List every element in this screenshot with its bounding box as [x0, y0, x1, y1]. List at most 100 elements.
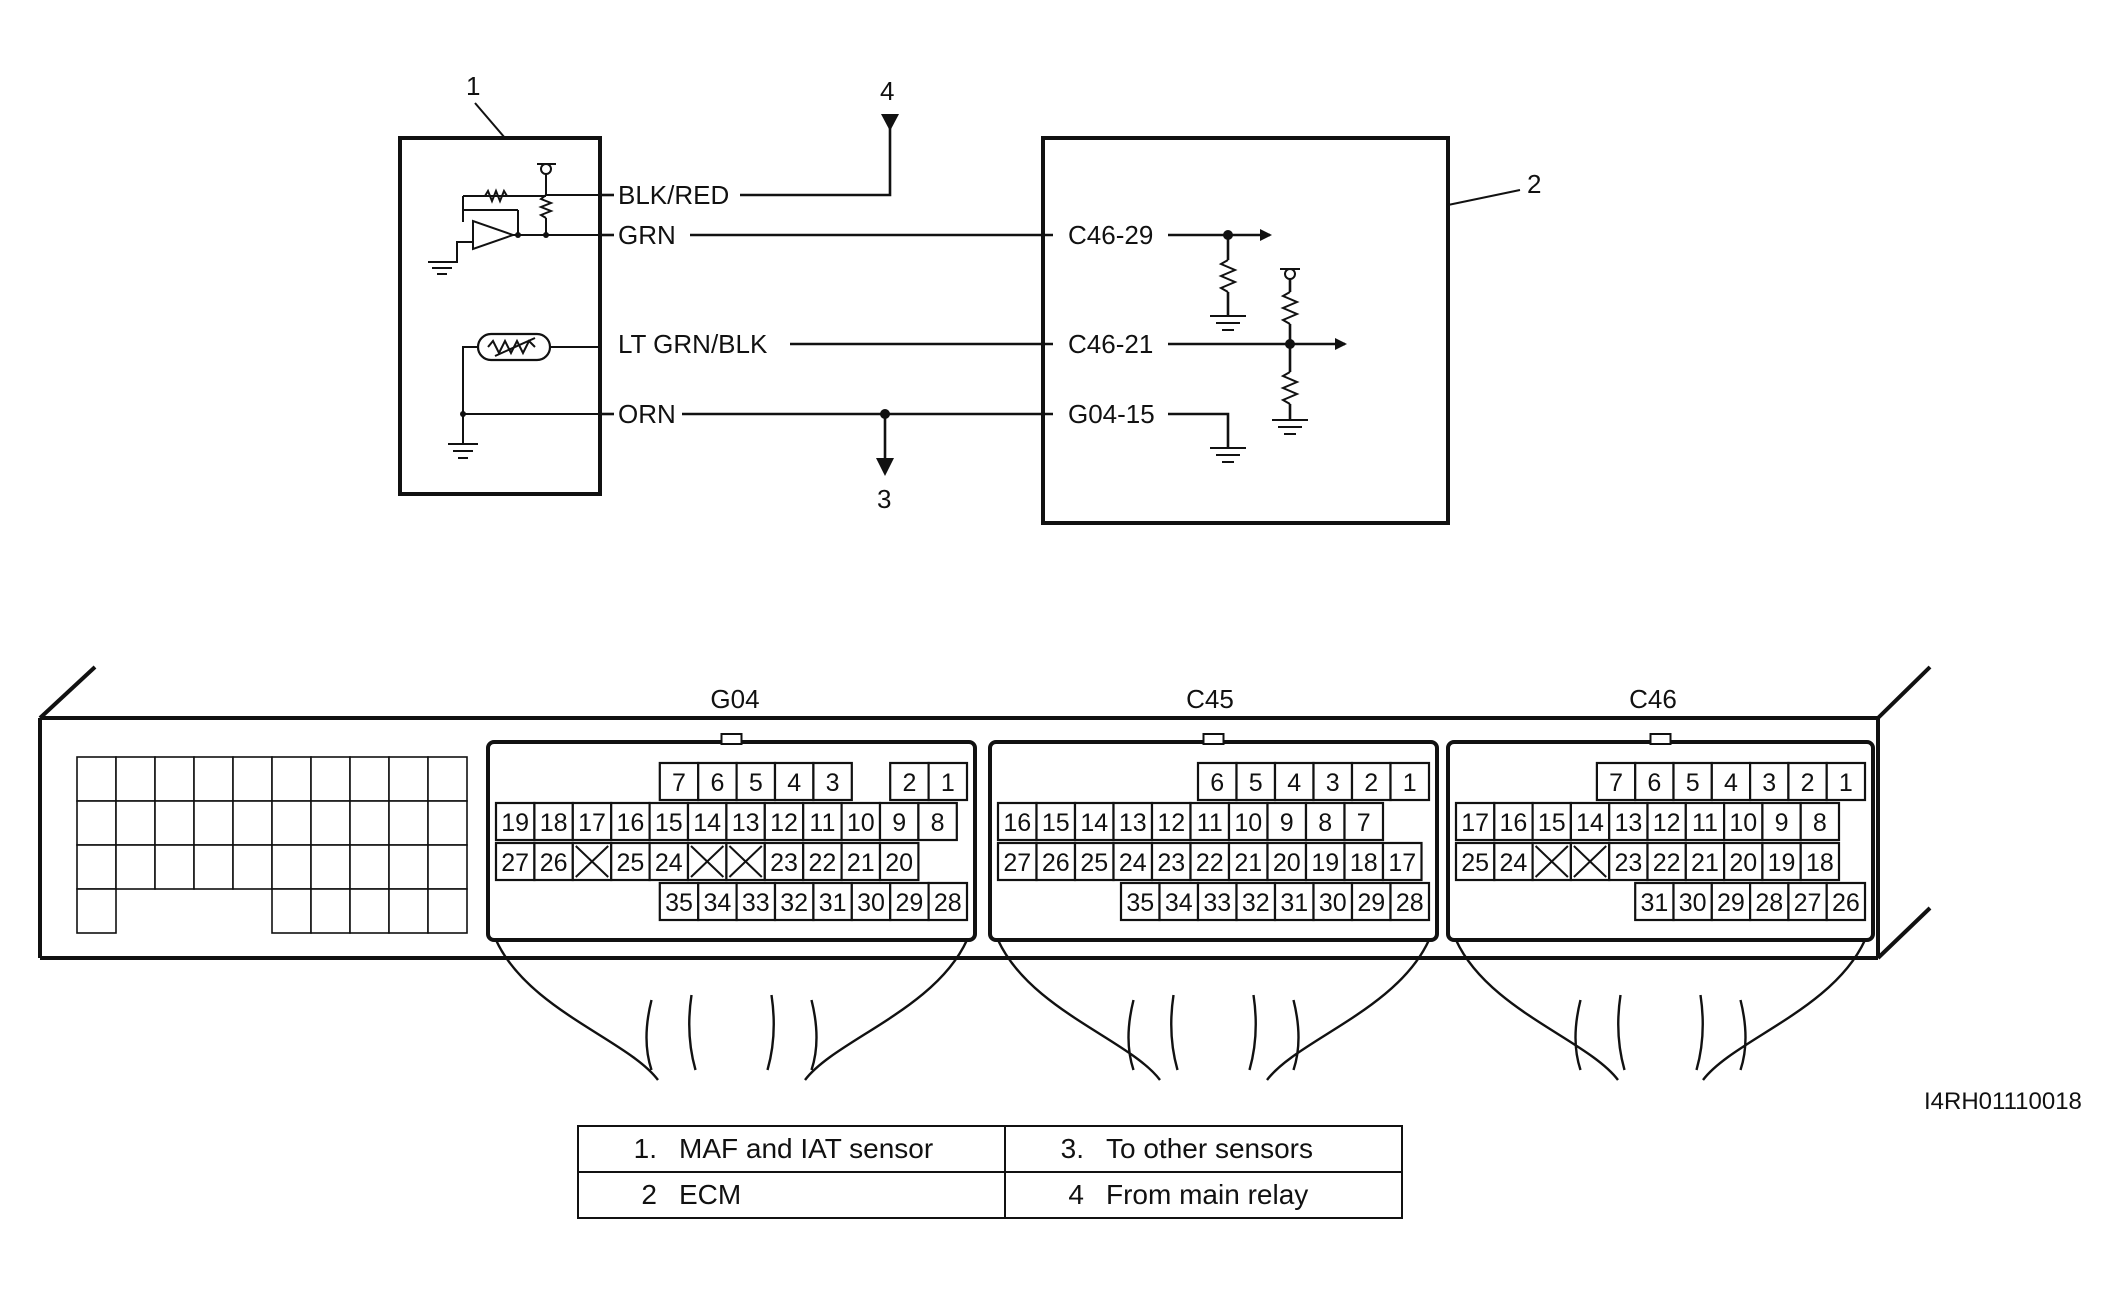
connector-name: G04	[710, 684, 759, 714]
connector-name: C45	[1186, 684, 1234, 714]
svg-text:1: 1	[1839, 769, 1853, 797]
svg-text:16: 16	[1500, 809, 1528, 837]
connector-pin: 29	[1350, 881, 1392, 922]
connector-pin: 31	[1273, 881, 1315, 922]
wire-label-grn: GRN	[618, 220, 676, 250]
connector-pin: 10	[840, 801, 882, 842]
connector-pin: 14	[686, 801, 728, 842]
connector-pin: 32	[773, 881, 815, 922]
svg-text:4: 4	[1287, 769, 1301, 797]
connector-pin: 20	[1722, 841, 1764, 882]
svg-text:30: 30	[857, 889, 885, 917]
svg-text:6: 6	[1210, 769, 1224, 797]
connector-pin: 5	[1235, 761, 1277, 802]
svg-text:25: 25	[1461, 849, 1489, 877]
svg-text:18: 18	[1350, 849, 1378, 877]
maf-sensor-amplifier-icon	[428, 163, 556, 275]
connector-pin: 12	[763, 801, 805, 842]
callout-ecm: 2	[1527, 169, 1541, 199]
svg-text:7: 7	[1609, 769, 1623, 797]
connector-pin: 13	[1608, 801, 1649, 842]
callout-sensor: 1	[466, 71, 480, 101]
connector-pin: 28	[1748, 881, 1790, 922]
svg-text:3: 3	[826, 769, 840, 797]
svg-text:25: 25	[1080, 849, 1108, 877]
connector-pin: 17	[1454, 801, 1496, 842]
connector-pin: 6	[1196, 761, 1238, 802]
connector-pin: 1	[1825, 761, 1867, 802]
connector-pin: 16	[1493, 801, 1534, 842]
svg-text:6: 6	[710, 769, 724, 797]
connector-pin: 19	[494, 801, 536, 842]
callout-sensor-leader	[474, 102, 506, 139]
connector-pin: 15	[648, 801, 690, 842]
vent-cell	[193, 756, 234, 802]
vent-cell	[115, 756, 156, 802]
connector-pin: 27	[494, 841, 536, 882]
svg-text:15: 15	[1538, 809, 1566, 837]
svg-text:28: 28	[934, 889, 962, 917]
connector-pin: 10	[1722, 801, 1764, 842]
wire-label-lt-grn-blk: LT GRN/BLK	[618, 329, 768, 359]
connector-lock-tab	[1649, 733, 1672, 745]
svg-text:14: 14	[1080, 809, 1108, 837]
svg-text:17: 17	[578, 809, 606, 837]
svg-text:13: 13	[732, 809, 760, 837]
terminal-c46-21: C46-21	[1068, 329, 1153, 359]
connector-pin: 2	[1350, 761, 1392, 802]
svg-text:30: 30	[1319, 889, 1347, 917]
wiring-harness	[996, 939, 1431, 1081]
svg-text:14: 14	[693, 809, 721, 837]
svg-text:2: 2	[902, 769, 916, 797]
terminal-c46-29: C46-29	[1068, 220, 1153, 250]
svg-text:13: 13	[1614, 809, 1642, 837]
vent-cell	[271, 844, 312, 890]
vent-cell	[271, 888, 312, 934]
vent-cell	[232, 800, 273, 846]
connector-pin: 23	[1150, 841, 1192, 882]
connector-pin: 33	[1196, 881, 1238, 922]
connector-pin: 11	[1189, 801, 1231, 842]
vent-cell	[388, 844, 429, 890]
svg-text:25: 25	[616, 849, 644, 877]
connector-pin: 35	[658, 881, 700, 922]
figure-code: I4RH01110018	[1924, 1088, 2082, 1115]
connector-pin: 18	[533, 801, 574, 842]
svg-text:26: 26	[540, 849, 568, 877]
connector-pin: 9	[1761, 801, 1802, 842]
connector-pin: 9	[1266, 801, 1308, 842]
connector-pin: 21	[1684, 841, 1726, 882]
connector-pin: 8	[1304, 801, 1346, 842]
connector-pin: 4	[773, 761, 815, 802]
svg-text:27: 27	[1794, 889, 1822, 917]
svg-text:35: 35	[1126, 889, 1154, 917]
connector-pin: 8	[1799, 801, 1841, 842]
svg-text:26: 26	[1832, 889, 1860, 917]
svg-text:4: 4	[787, 769, 801, 797]
connector-pin: 15	[1531, 801, 1572, 842]
connector-pin: 21	[840, 841, 882, 882]
connector-pin: 24	[1493, 841, 1534, 882]
vent-cell	[232, 844, 273, 890]
connector-pin: 1	[1389, 761, 1431, 802]
svg-text:16: 16	[616, 809, 644, 837]
connector-pin: 13	[1112, 801, 1154, 842]
svg-text:23: 23	[1614, 849, 1642, 877]
connector-pin: 31	[1634, 881, 1675, 922]
iat-thermistor-icon	[448, 332, 600, 459]
connector-pin: 3	[1748, 761, 1790, 802]
connector-pin: 31	[812, 881, 853, 922]
vent-cell	[310, 756, 351, 802]
vent-cell	[349, 844, 390, 890]
svg-text:1: 1	[1403, 769, 1417, 797]
vent-cell	[310, 888, 351, 934]
callout-main-relay: 4	[880, 76, 894, 106]
vent-cell	[193, 800, 234, 846]
svg-text:21: 21	[847, 849, 875, 877]
connector-pin: 7	[1595, 761, 1637, 802]
svg-text:15: 15	[655, 809, 683, 837]
svg-text:35: 35	[665, 889, 693, 917]
legend-cell: 1.MAF and IAT sensor	[577, 1125, 1006, 1173]
